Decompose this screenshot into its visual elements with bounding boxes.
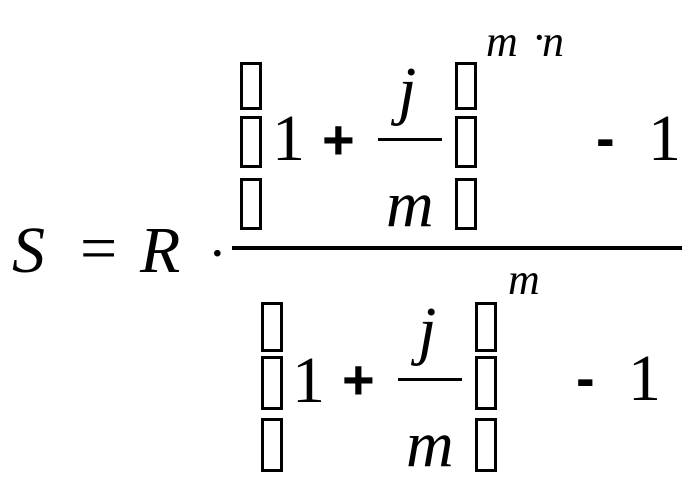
equals-sign: = bbox=[80, 212, 118, 285]
denominator-left-bracket-top bbox=[261, 302, 283, 352]
main-fraction-bar bbox=[232, 246, 682, 250]
denominator-left-bracket-bottom bbox=[261, 418, 283, 472]
symbol-S: S bbox=[12, 214, 45, 287]
denominator-fraction-j: j bbox=[418, 294, 437, 367]
denominator-left-bracket-mid bbox=[261, 356, 283, 410]
denominator-right-bracket-mid bbox=[475, 356, 497, 410]
numerator-right-bracket-top bbox=[455, 62, 477, 110]
numerator-left-bracket-mid bbox=[240, 116, 262, 168]
denominator-right-bracket-top bbox=[475, 302, 497, 352]
denominator-minus-one: 1 bbox=[628, 342, 661, 415]
numerator-minus: - bbox=[596, 106, 615, 169]
numerator-left-bracket-top bbox=[240, 62, 262, 110]
numerator-exponent-m: m bbox=[486, 17, 518, 66]
numerator-exponent-n: n bbox=[542, 17, 564, 66]
denominator-plus: + bbox=[342, 348, 375, 411]
numerator-fraction-m: m bbox=[386, 168, 434, 241]
numerator-right-bracket-mid bbox=[455, 116, 477, 168]
numerator-right-bracket-bottom bbox=[455, 178, 477, 230]
numerator-fraction-j: j bbox=[398, 54, 417, 127]
symbol-R: R bbox=[140, 214, 181, 287]
denominator-exponent-m: m bbox=[508, 255, 540, 304]
denominator-one: 1 bbox=[292, 344, 325, 417]
multiplication-dot: · bbox=[208, 223, 227, 285]
numerator-exponent-dot: · bbox=[532, 13, 547, 62]
denominator-right-bracket-bottom bbox=[475, 418, 497, 472]
numerator-plus: + bbox=[322, 108, 355, 171]
denominator-fraction-m: m bbox=[406, 408, 454, 481]
numerator-left-bracket-bottom bbox=[240, 178, 262, 230]
denominator-inner-fraction-bar bbox=[398, 378, 462, 381]
numerator-one: 1 bbox=[272, 102, 305, 175]
numerator-inner-fraction-bar bbox=[378, 138, 442, 141]
denominator-minus: - bbox=[576, 346, 595, 409]
numerator-minus-one: 1 bbox=[648, 102, 681, 175]
